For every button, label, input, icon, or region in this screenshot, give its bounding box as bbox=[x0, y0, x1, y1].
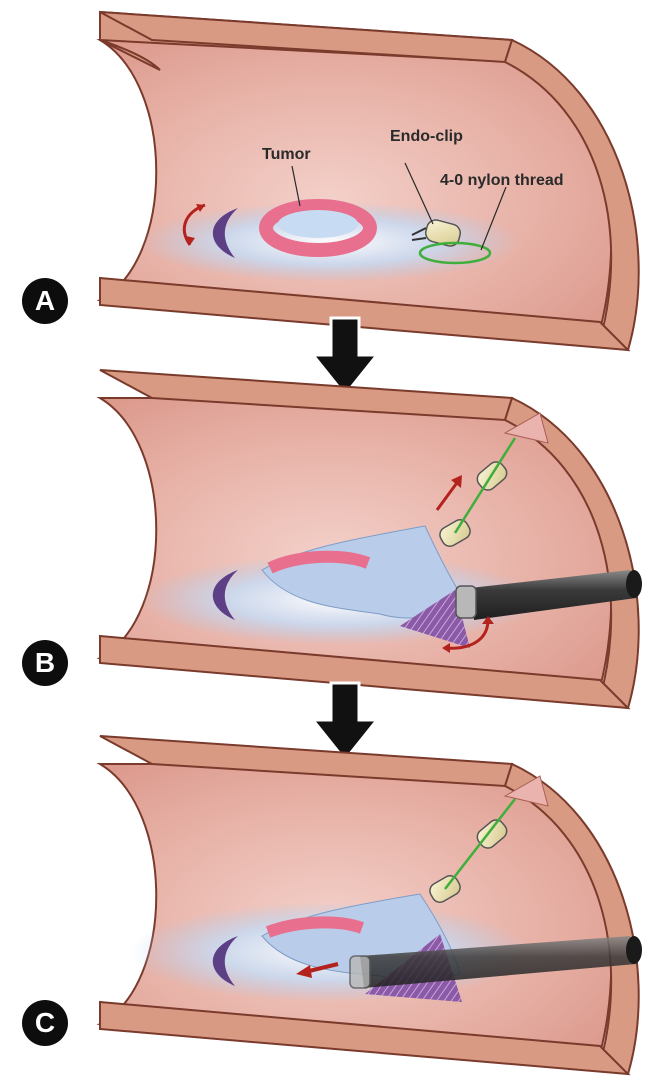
nylon-thread-label: 4-0 nylon thread bbox=[440, 172, 564, 190]
endo-clip-label: Endo-clip bbox=[390, 128, 463, 146]
tumor-label: Tumor bbox=[262, 146, 311, 164]
panel-label-c: C bbox=[22, 1000, 68, 1046]
flow-arrow-a-b bbox=[313, 318, 377, 395]
panel-b bbox=[100, 370, 642, 708]
panel-label-a: A bbox=[22, 278, 68, 324]
panel-label-b: B bbox=[22, 640, 68, 686]
panel-c bbox=[100, 736, 642, 1074]
flow-arrow-b-c bbox=[313, 683, 377, 760]
